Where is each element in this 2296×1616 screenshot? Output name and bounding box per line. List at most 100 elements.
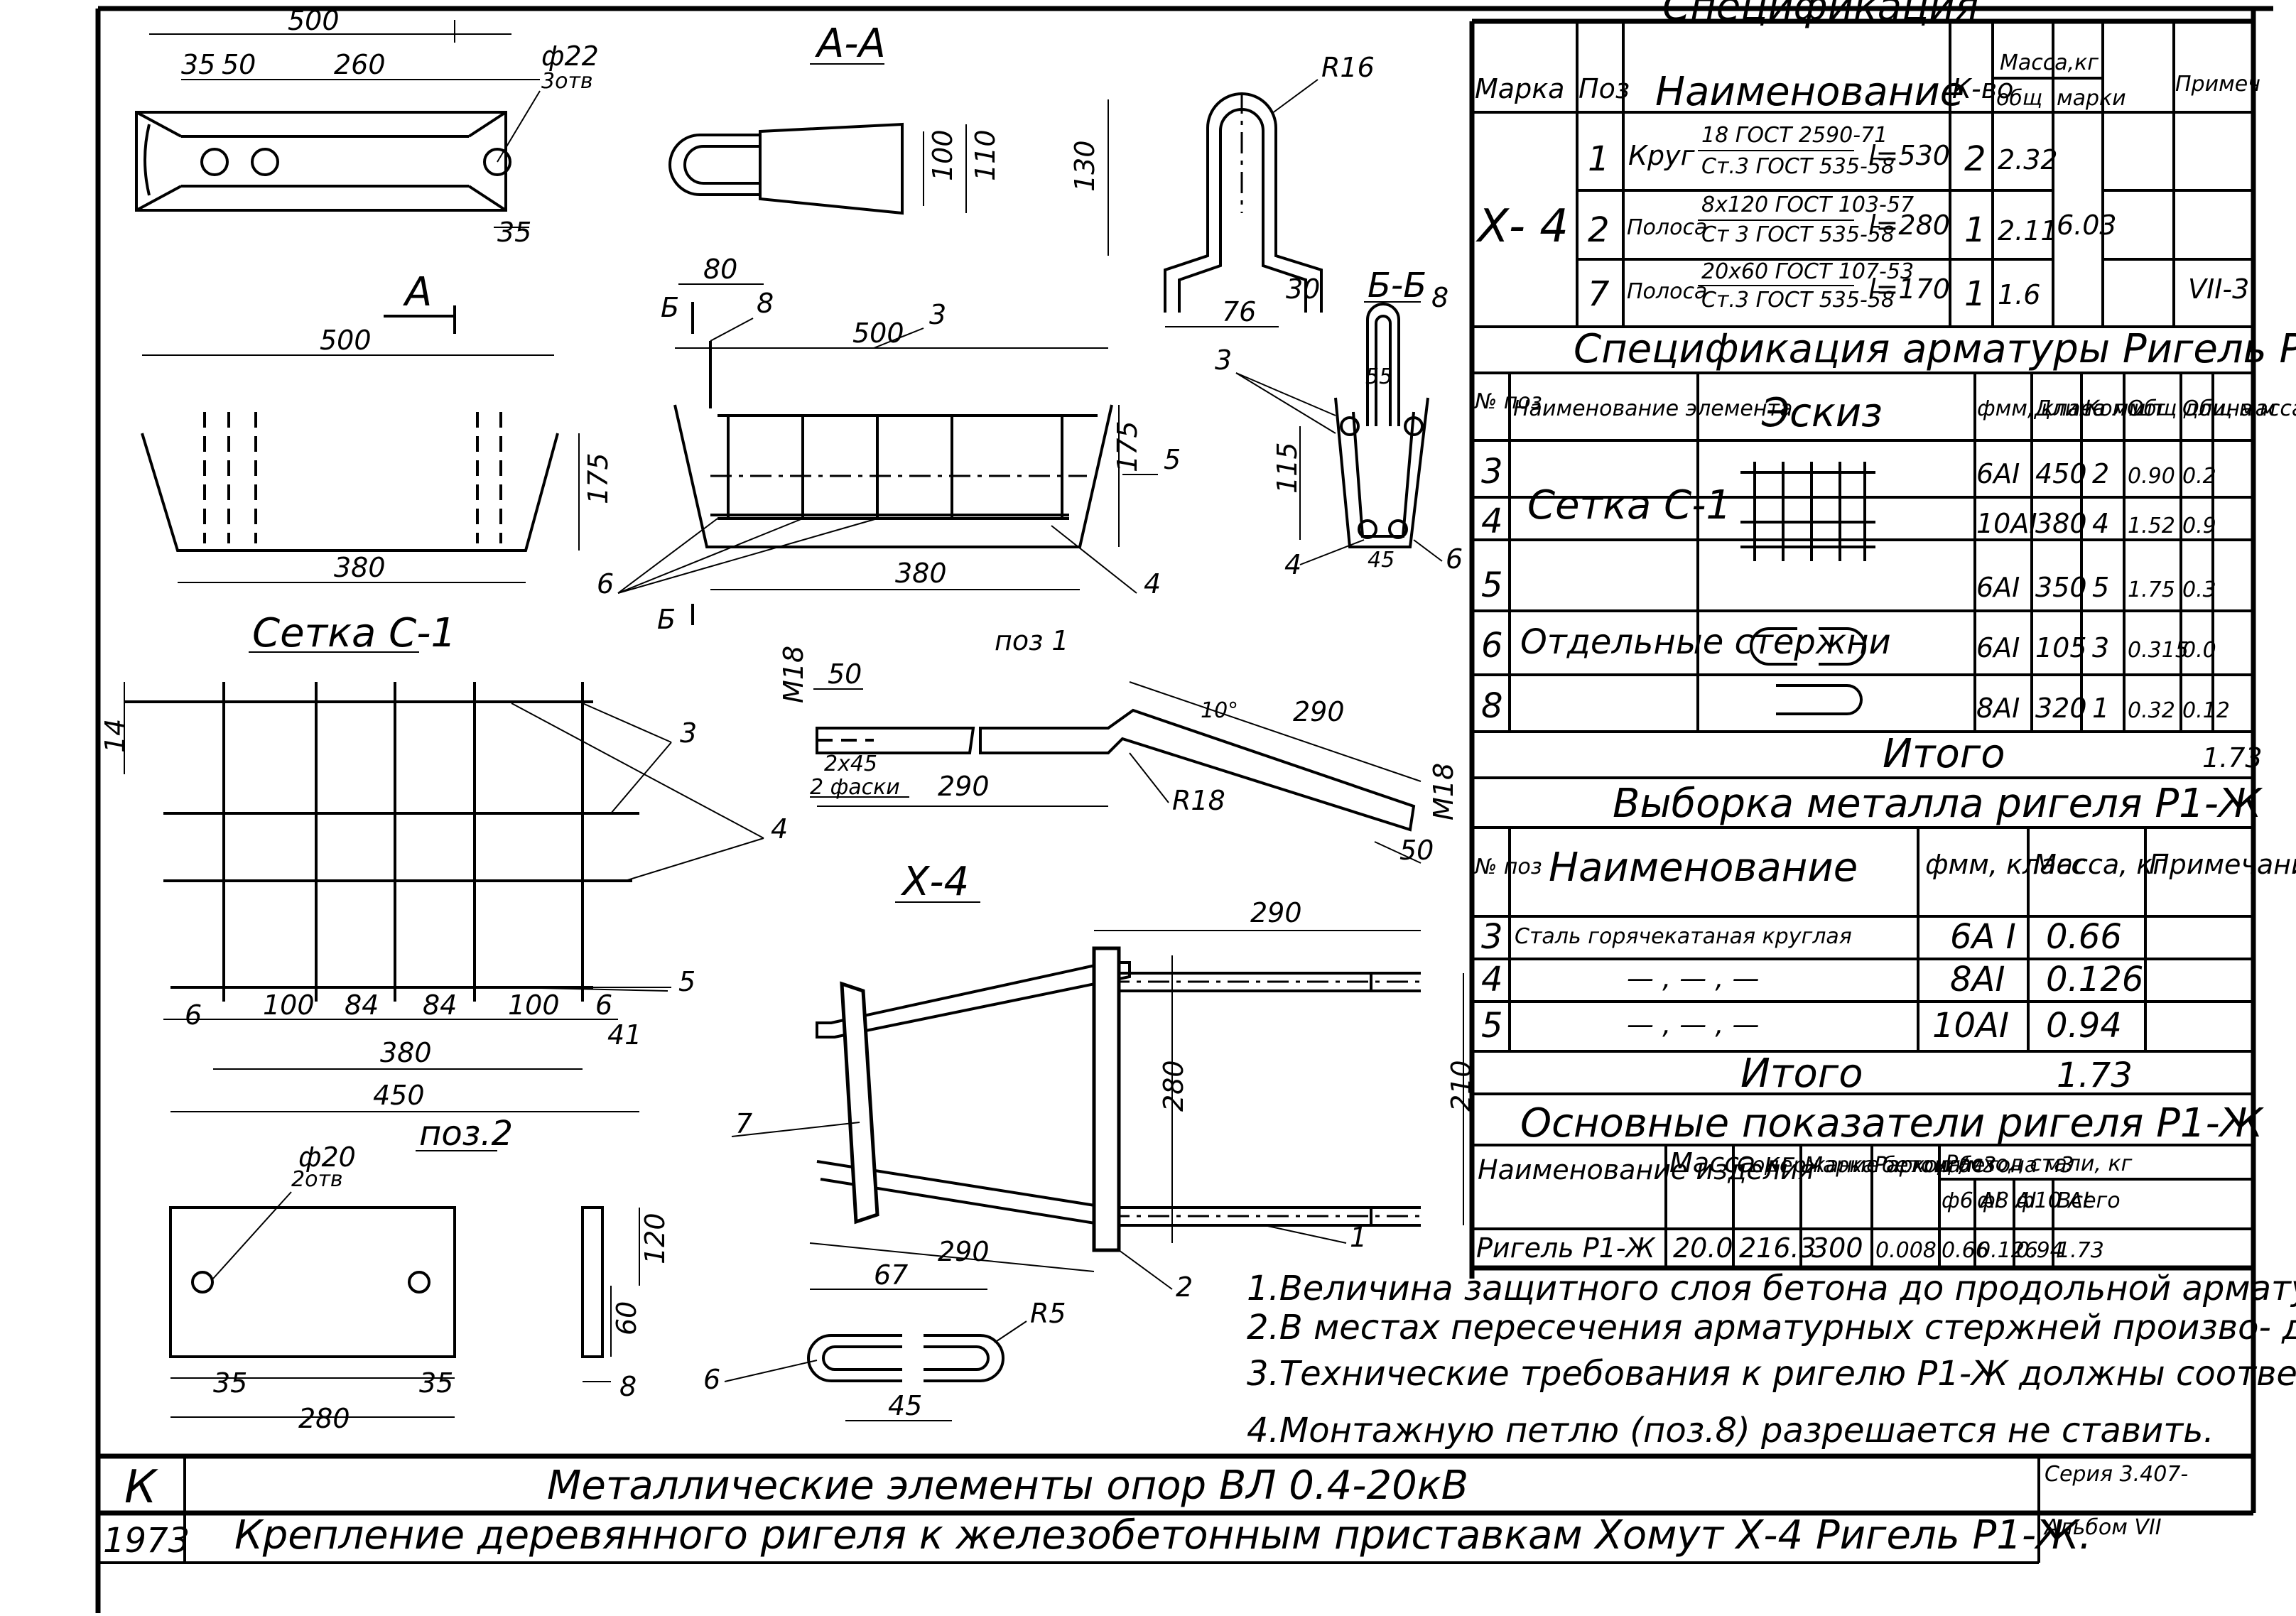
svg-text:280: 280 [1158,1060,1189,1112]
svg-text:380: 380 [895,558,947,589]
svg-text:5: 5 [1481,1006,1503,1046]
svg-text:Альбом VII: Альбом VII [2043,1515,2162,1540]
svg-text:— , — , —: — , — , — [1627,962,1759,994]
svg-text:Масса,кг: Масса,кг [2000,50,2099,75]
svg-text:Спецификация арматуры Ригель Р: Спецификация арматуры Ригель Р1-Ж [1574,326,2296,372]
svg-text:Б: Б [661,292,679,323]
svg-text:4: 4 [1284,549,1301,580]
svg-text:80: 80 [703,254,737,285]
svg-text:Итого: Итого [1883,731,2005,777]
svg-text:1.73: 1.73 [2057,1056,2133,1095]
svg-text:Крепление деревянного ригеля к: Крепление деревянного ригеля к железобет… [234,1512,2091,1558]
svg-text:l=170: l=170 [1868,273,1950,305]
svg-text:6А I: 6А I [1950,917,2016,957]
svg-text:8АI: 8АI [1950,960,2005,999]
svg-text:8АI: 8АI [1976,693,2020,724]
svg-text:1.6: 1.6 [1998,279,2040,310]
svg-text:290: 290 [1293,696,1345,727]
svg-text:500: 500 [320,325,372,356]
svg-text:Б: Б [657,604,676,635]
svg-text:2.32: 2.32 [1998,144,2058,175]
svg-text:115: 115 [1272,442,1303,494]
svg-text:100: 100 [927,129,958,181]
svg-text:А-А: А-А [815,21,886,67]
grid-sketch-icon [1740,462,1875,561]
svg-text:8: 8 [757,288,774,319]
svg-text:1: 1 [2092,693,2109,724]
svg-text:2отв: 2отв [291,1167,343,1192]
svg-text:М18: М18 [1428,763,1459,820]
svg-text:45: 45 [888,1390,922,1421]
svg-text:R16: R16 [1321,52,1375,83]
svg-text:ф10 АI: ф10 АI [2016,1188,2089,1213]
svg-text:ф8 АI: ф8 АI [1977,1188,2037,1213]
svg-text:Марка бетона: Марка бетона [1804,1153,1961,1178]
svg-text:3: 3 [1215,345,1232,376]
poz2-plate: ф20 2отв 35 35 280 120 60 8 [169,1141,671,1434]
svg-text:290: 290 [938,771,990,802]
svg-text:К-во: К-во [1952,73,2013,104]
svg-text:Наименование изделия: Наименование изделия [1478,1154,1814,1186]
svg-text:Поз: Поз [1578,73,1630,104]
svg-text:4.Монтажную петлю (поз.8) разр: 4.Монтажную петлю (поз.8) разрешается не… [1247,1411,2214,1450]
svg-text:0.0: 0.0 [2182,638,2216,663]
svg-text:— , — , —: — , — , — [1627,1009,1759,1040]
svg-text:130: 130 [1069,140,1100,192]
svg-text:0.66: 0.66 [2046,917,2122,957]
svg-text:5: 5 [1481,565,1503,605]
svg-text:Общ масса кг: Общ масса кг [2182,396,2296,421]
svg-text:280: 280 [298,1403,350,1434]
svg-text:0.32: 0.32 [2128,698,2175,723]
svg-text:2: 2 [1964,139,1986,179]
svg-text:R5: R5 [1030,1298,1066,1329]
svg-text:0.90: 0.90 [2128,464,2175,489]
svg-text:Ст.3 ГОСТ 535-58: Ст.3 ГОСТ 535-58 [1701,154,1895,179]
svg-text:18 ГОСТ 2590-71: 18 ГОСТ 2590-71 [1701,123,1888,148]
svg-text:фмм, класс: фмм, класс [1977,396,2104,421]
svg-text:14: 14 [99,719,131,753]
poz1-bar: поз 1 М18 50 10° 290 2х45 2 фаски 290 R1… [778,625,1459,866]
svg-text:поз.2: поз.2 [419,1114,513,1154]
svg-text:Итого: Итого [1740,1051,1863,1097]
svg-text:6АI: 6АI [1976,458,2020,489]
svg-text:8х120 ГОСТ 103-57: 8х120 ГОСТ 103-57 [1701,192,1914,217]
svg-text:М18: М18 [778,646,809,703]
svg-text:Ст.3 ГОСТ 535-58: Ст.3 ГОСТ 535-58 [1701,288,1895,313]
x4-assembly: Х-4 290 280 210 7 290 1 2 [731,859,1477,1303]
svg-text:50: 50 [828,658,862,690]
svg-text:2х45: 2х45 [824,752,877,776]
svg-text:67: 67 [874,1259,908,1291]
svg-text:8: 8 [619,1371,637,1402]
svg-text:1.73: 1.73 [2057,1238,2104,1263]
svg-text:Кол шт: Кол шт [2084,396,2166,421]
svg-text:50: 50 [222,49,256,80]
svg-text:4: 4 [771,813,788,845]
svg-text:6: 6 [703,1364,720,1395]
plate-top-view: 500 35 50 260 ф22 3отв 35 [135,5,599,248]
svg-text:Масса кг: Масса кг [1669,1147,1795,1178]
svg-text:1.73: 1.73 [2202,742,2263,774]
svg-text:0.126: 0.126 [1977,1238,2038,1263]
svg-text:6АI: 6АI [1976,632,2020,663]
svg-text:поз 1: поз 1 [995,625,1069,656]
svg-text:№ поз: № поз [1473,855,1542,879]
svg-text:60: 60 [611,1301,642,1335]
svg-text:20.0: 20.0 [1673,1232,1733,1264]
svg-text:350: 350 [2035,572,2087,603]
svg-text:0.008: 0.008 [1875,1238,1937,1263]
svg-text:Масса, кг: Масса, кг [2033,849,2167,880]
svg-text:7: 7 [1588,274,1610,314]
section-bb: Б-Б 8 3 55 115 4 45 6 [1215,266,1463,580]
svg-text:6.03: 6.03 [2057,210,2117,241]
svg-text:20х60 ГОСТ 107-53: 20х60 ГОСТ 107-53 [1701,259,1914,284]
svg-text:0.94: 0.94 [2046,1006,2122,1046]
svg-text:120: 120 [639,1213,671,1264]
svg-text:10АI: 10АI [1932,1006,2009,1046]
svg-text:500: 500 [852,318,904,349]
svg-text:1973: 1973 [103,1521,190,1561]
svg-text:35: 35 [497,217,531,248]
svg-text:290: 290 [938,1236,990,1267]
svg-text:216.3: 216.3 [1739,1232,1816,1264]
view-a: А 500 175 380 [141,269,614,583]
